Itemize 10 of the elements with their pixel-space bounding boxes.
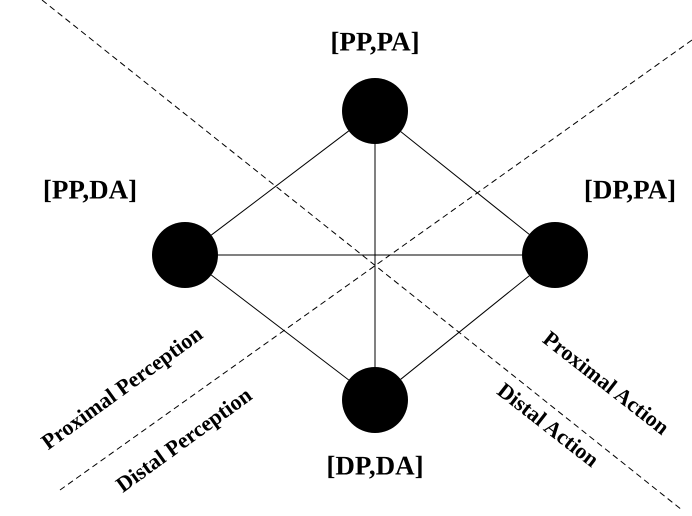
connector-line [400, 275, 530, 380]
connector-line [210, 274, 350, 380]
connector-line [374, 144, 376, 368]
node-label: [PP,PA] [330, 28, 420, 56]
connector-line [210, 130, 350, 236]
connector-line [218, 254, 522, 256]
node-label: [DP,PA] [584, 176, 676, 204]
connector-line [400, 131, 530, 235]
node-label: [DP,DA] [326, 452, 424, 480]
node-label: [PP,DA] [42, 176, 138, 204]
